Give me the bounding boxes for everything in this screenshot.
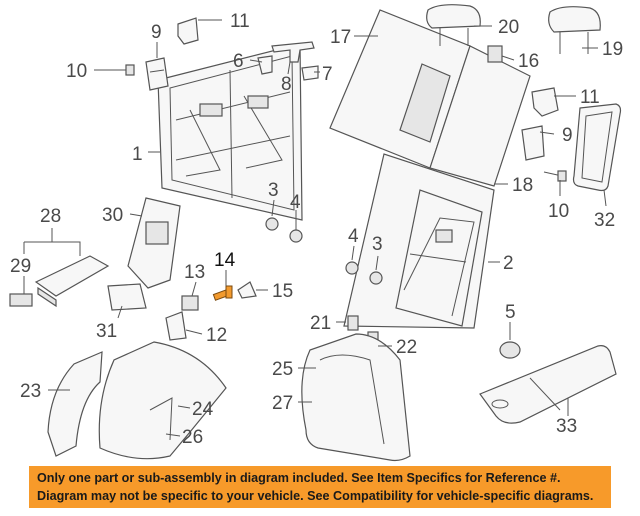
- part-3-grommet-left: [265, 217, 279, 231]
- callout-25: 25: [272, 359, 293, 380]
- part-17-back-panel: [329, 9, 471, 169]
- callout-9-right: 9: [562, 125, 573, 146]
- callouts: 1 2 3 3 4 4 5 6 7 8 9 9 10 10 11 11 12 1…: [10, 11, 623, 448]
- callout-4-left: 4: [290, 192, 301, 213]
- callout-3-left: 3: [268, 180, 279, 201]
- callout-5: 5: [505, 302, 516, 323]
- disclaimer-line-1: Only one part or sub-assembly in diagram…: [37, 471, 561, 485]
- part-11-cover-left: [177, 17, 199, 45]
- callout-19: 19: [602, 39, 623, 60]
- callout-10-right: 10: [548, 201, 569, 222]
- callout-11-right: 11: [580, 87, 600, 108]
- disclaimer-line-2: Diagram may not be specific to your vehi…: [37, 489, 594, 503]
- part-13-clip: [181, 295, 199, 311]
- callout-14: 14: [214, 250, 236, 271]
- part-33-armrest: [479, 345, 617, 424]
- part-21-fastener: [347, 315, 359, 331]
- part-15-cap: [237, 281, 257, 299]
- part-16-guide: [487, 45, 503, 63]
- callout-15: 15: [272, 281, 293, 302]
- leader-lines: [23, 19, 607, 437]
- callout-8: 8: [281, 74, 292, 95]
- callout-24: 24: [192, 399, 214, 420]
- part-31-bracket: [107, 283, 147, 311]
- callout-9-left: 9: [151, 22, 162, 43]
- callout-1: 1: [132, 144, 143, 165]
- callout-28: 28: [40, 206, 61, 227]
- callout-6: 6: [233, 51, 244, 72]
- part-3-grommet-right: [369, 271, 383, 285]
- callout-29: 29: [10, 256, 31, 277]
- callout-11-left: 11: [230, 11, 250, 32]
- part-11-cover-right: [531, 87, 559, 117]
- part-24-26-cushion-left: [98, 341, 227, 460]
- part-28-trim: [34, 255, 110, 308]
- part-9-latch-left: [145, 57, 169, 91]
- part-8-strap: [271, 41, 315, 63]
- callout-7: 7: [322, 64, 333, 85]
- callout-17: 17: [330, 27, 351, 48]
- part-32-armrest-cover: [572, 103, 622, 192]
- callout-30: 30: [102, 205, 123, 226]
- callout-18: 18: [512, 175, 533, 196]
- part-12-bumper: [165, 311, 187, 341]
- part-6-bracket: [257, 55, 273, 75]
- part-2-seatback-frame: [343, 153, 495, 329]
- part-19-headrest: [548, 6, 601, 54]
- part-30-armrest-frame: [127, 197, 181, 289]
- part-23-bolster: [47, 351, 103, 457]
- callout-27: 27: [272, 393, 293, 414]
- callout-13: 13: [184, 262, 205, 283]
- callout-4-right: 4: [348, 226, 359, 247]
- callout-21: 21: [310, 313, 331, 334]
- callout-23: 23: [20, 381, 41, 402]
- callout-26: 26: [182, 427, 203, 448]
- part-10-bolt-right: [543, 170, 567, 182]
- callout-12: 12: [206, 325, 227, 346]
- callout-3-right: 3: [372, 234, 383, 255]
- part-7-clip: [301, 65, 319, 81]
- part-5-plug: [499, 341, 521, 359]
- part-9-latch-right: [521, 125, 545, 161]
- callout-2: 2: [503, 253, 514, 274]
- part-14-screw: [212, 285, 233, 301]
- disclaimer-banner: Only one part or sub-assembly in diagram…: [29, 466, 611, 508]
- part-10-bolt-left: [112, 64, 135, 76]
- callout-22: 22: [396, 337, 417, 358]
- part-4-grommet-right: [345, 261, 359, 275]
- part-25-27-cushion-right: [301, 333, 411, 462]
- callout-10-left: 10: [66, 61, 87, 82]
- part-1-seatback-frame: [157, 43, 303, 221]
- callout-16: 16: [518, 51, 539, 72]
- part-29-clip: [9, 293, 33, 307]
- callout-20: 20: [498, 17, 519, 38]
- callout-32: 32: [594, 210, 615, 231]
- callout-31: 31: [96, 321, 117, 342]
- part-18-back-panel: [429, 45, 531, 187]
- callout-33: 33: [556, 416, 577, 437]
- part-20-headrest: [426, 4, 481, 46]
